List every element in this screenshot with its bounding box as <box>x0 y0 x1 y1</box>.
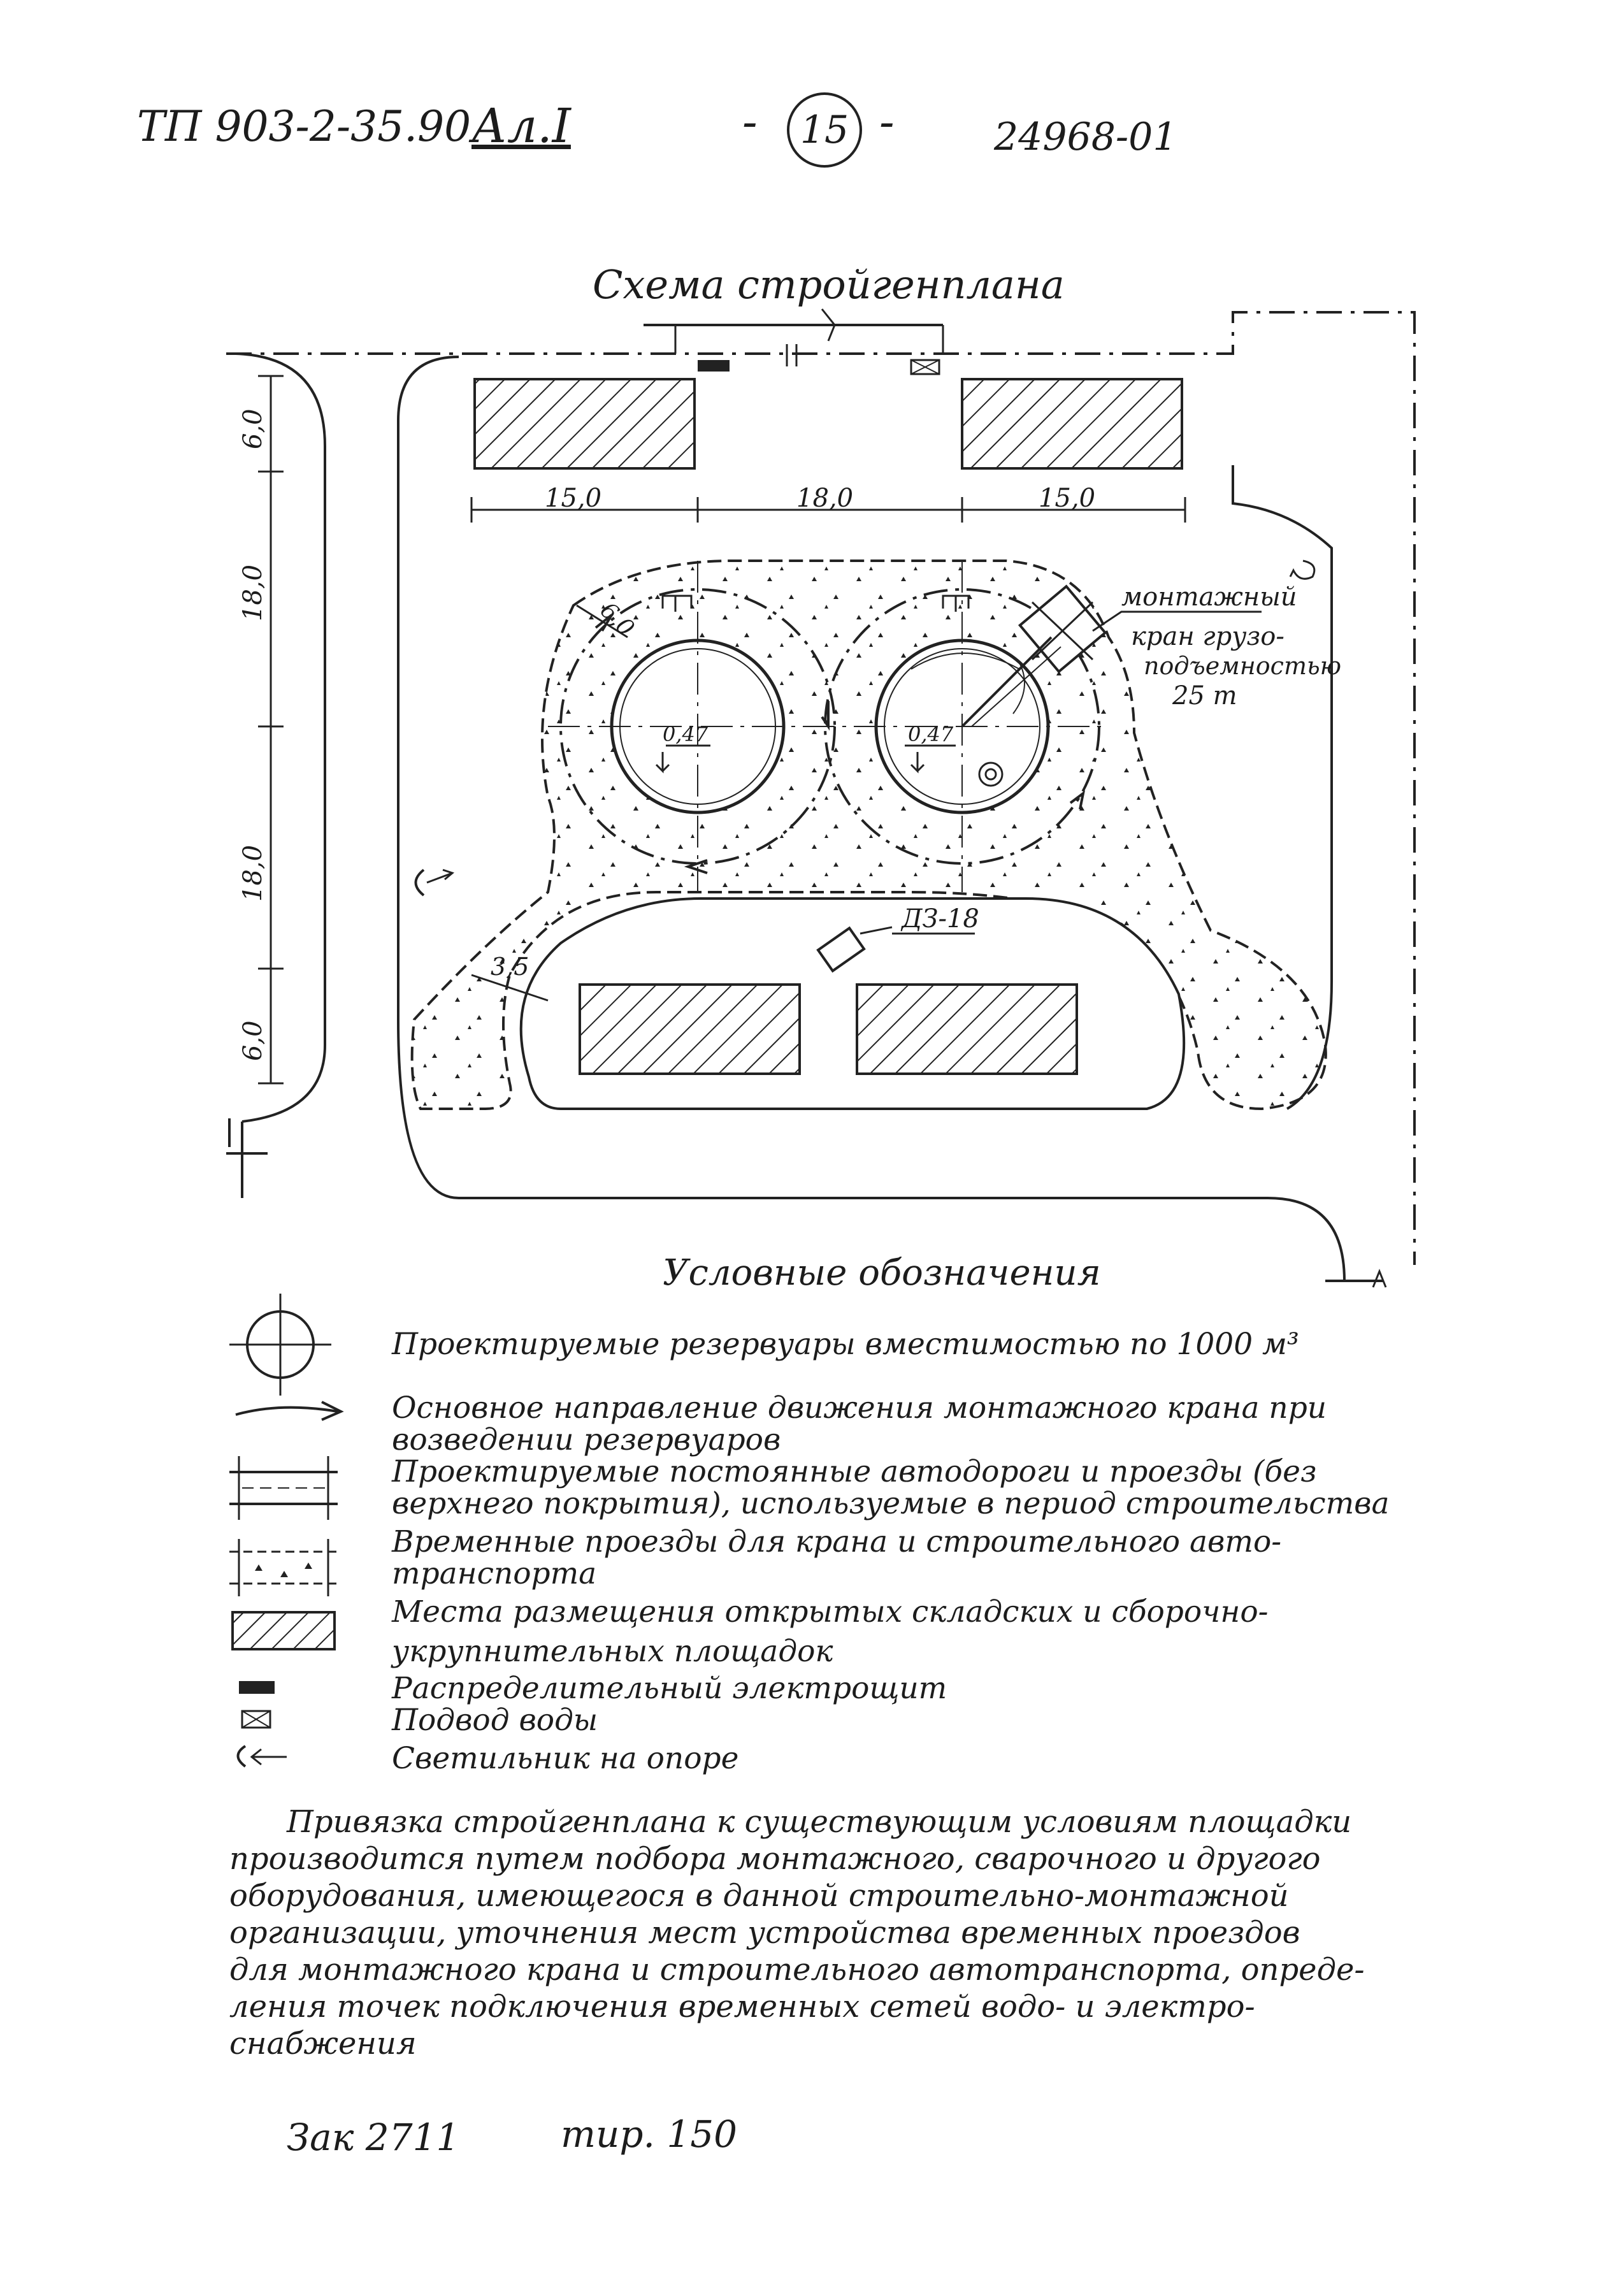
crawler-label: ДЗ-18 <box>900 904 979 934</box>
storage-area-bottom-right <box>856 983 1078 1075</box>
dim-left-4: 6,0 <box>238 1020 268 1061</box>
page-dash-right: - <box>879 96 895 148</box>
scheme-title: Схема стройгенплана <box>593 261 1065 308</box>
crane-label-line-3: подъемностью <box>1144 652 1341 680</box>
dim-top-left: 15,0 <box>545 484 601 513</box>
tank-left-level: 0,47 <box>663 722 709 746</box>
page-number: 15 <box>787 92 862 168</box>
dim-top-middle: 18,0 <box>796 484 853 513</box>
document-code: ТП 903-2-35.90 <box>137 102 471 151</box>
dim-left-2: 18,0 <box>238 565 268 621</box>
site-boundary <box>226 311 1416 1265</box>
lamp-icon <box>236 1745 287 1768</box>
legend-item-lamp: Светильник на опоре <box>392 1741 739 1776</box>
tank-right-level: 0,47 <box>908 722 954 746</box>
crawler-machine <box>816 926 866 973</box>
switchboard-symbol <box>698 360 730 372</box>
document-number: 24968-01 <box>994 115 1177 159</box>
road-width-label: 3,5 <box>491 953 529 981</box>
order-number: Зак 2711 <box>287 2116 460 2159</box>
crane-label-line-4: 25 т <box>1172 681 1237 711</box>
legend-item-tank: Проектируемые резервуары вместимостью по… <box>392 1327 1299 1362</box>
tank-icon <box>229 1294 331 1396</box>
arrow-icon <box>235 1401 344 1421</box>
crane-label-line-1: монтажный <box>1121 582 1297 612</box>
road-left <box>235 352 326 1123</box>
page-dash-left: - <box>742 96 758 148</box>
legend-item-crane-direction: Основное направление движения монтажного… <box>392 1390 1327 1457</box>
dim-left-3: 18,0 <box>238 845 268 902</box>
legend-item-switchboard: Распределительный электрощит <box>392 1671 947 1706</box>
legend-item-water-supply: Подвод воды <box>392 1703 598 1738</box>
note-paragraph: Привязка стройгенплана к существующим ус… <box>229 1804 1365 2061</box>
permanent-road-icon <box>229 1456 338 1520</box>
water-supply-icon <box>241 1710 271 1729</box>
legend-item-storage-area: Места размещения открытых складских и сб… <box>392 1594 1269 1669</box>
permanent-road <box>397 356 1346 1282</box>
temporary-road-icon <box>229 1539 338 1596</box>
legend-title: Условные обозначения <box>663 1252 1101 1294</box>
legend-item-permanent-road: Проектируемые постоянные автодороги и пр… <box>392 1454 1390 1521</box>
site-plan-diagram: 15,0 18,0 15,0 6,0 18,0 18,0 6,0 0,47 0,… <box>226 308 1416 1288</box>
hatched-area-icon <box>231 1611 336 1650</box>
storage-area-top-left <box>473 378 696 470</box>
dim-top-right: 15,0 <box>1039 484 1095 513</box>
crane-label-line-2: кран грузо- <box>1131 622 1284 651</box>
storage-area-bottom-left <box>579 983 801 1075</box>
storage-area-top-right <box>961 378 1183 470</box>
lamp-pole-symbol <box>414 869 455 897</box>
sheet-designation: Ал.I <box>471 99 571 154</box>
water-supply-symbol <box>910 359 940 375</box>
switchboard-icon <box>239 1681 275 1694</box>
circulation: тир. 150 <box>561 2112 738 2156</box>
dim-left-1: 6,0 <box>238 408 268 449</box>
legend-item-temporary-road: Временные проезды для крана и строительн… <box>392 1524 1282 1591</box>
